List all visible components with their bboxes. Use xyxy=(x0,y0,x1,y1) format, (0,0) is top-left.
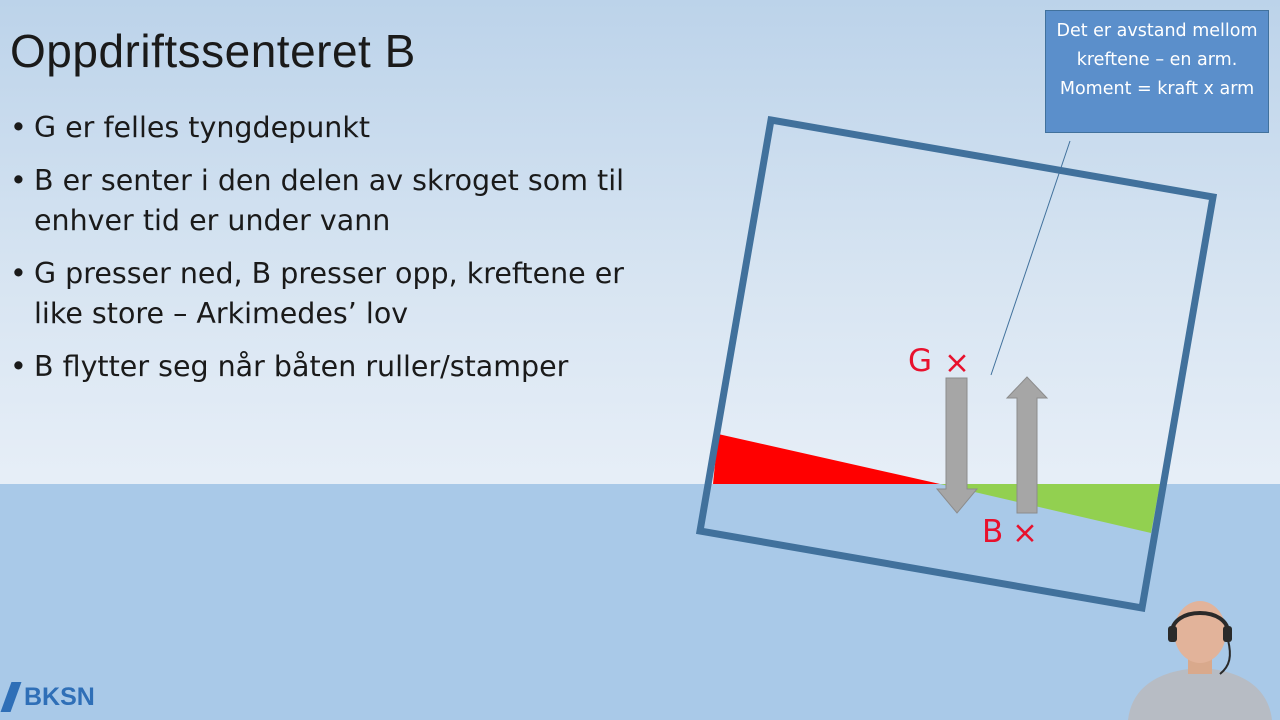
presenter-head xyxy=(1174,601,1226,663)
buoyancy-force-arrow xyxy=(1005,376,1049,514)
bullet-dot: • xyxy=(10,257,27,290)
bullet-dot: • xyxy=(10,111,27,144)
bksn-logo: BKSN xyxy=(0,682,95,712)
bullet-item: •B flytter seg når båten ruller/stamper xyxy=(10,347,650,387)
bullet-list: •G er felles tyngdepunkt •B er senter i … xyxy=(10,108,650,400)
submerged-wedge xyxy=(940,484,1160,533)
gravity-force-arrow xyxy=(935,377,979,514)
headset-ear-right xyxy=(1223,626,1232,642)
g-label: G xyxy=(908,343,932,379)
bullet-text: G er felles tyngdepunkt xyxy=(34,111,371,144)
presenter-webcam xyxy=(1128,601,1272,720)
bullet-dot: • xyxy=(10,164,27,197)
callout-pointer-line xyxy=(990,140,1071,376)
headset-ear-left xyxy=(1168,626,1177,642)
bullet-text: B flytter seg når båten ruller/stamper xyxy=(34,350,569,383)
bullet-item: •G presser ned, B presser opp, kreftene … xyxy=(10,254,650,334)
presenter-torso xyxy=(1128,668,1272,720)
logo-text: BKSN xyxy=(24,682,95,711)
callout-box: Det er avstand mellom kreftene – en arm.… xyxy=(1045,10,1269,133)
emerged-wedge xyxy=(713,434,940,484)
g-marker-icon: × xyxy=(944,345,970,381)
b-label: B xyxy=(982,514,1003,550)
slide-title: Oppdriftssenteret B xyxy=(10,25,416,77)
b-marker-icon: × xyxy=(1012,515,1038,551)
water-background xyxy=(0,484,1280,720)
bullet-text: B er senter i den delen av skroget som t… xyxy=(34,164,625,237)
bullet-item: •B er senter i den delen av skroget som … xyxy=(10,161,650,241)
bullet-text: G presser ned, B presser opp, kreftene e… xyxy=(34,257,625,330)
hull-outline xyxy=(695,115,1218,613)
bullet-dot: • xyxy=(10,350,27,383)
bullet-item: •G er felles tyngdepunkt xyxy=(10,108,650,148)
headset-mic xyxy=(1219,639,1231,675)
